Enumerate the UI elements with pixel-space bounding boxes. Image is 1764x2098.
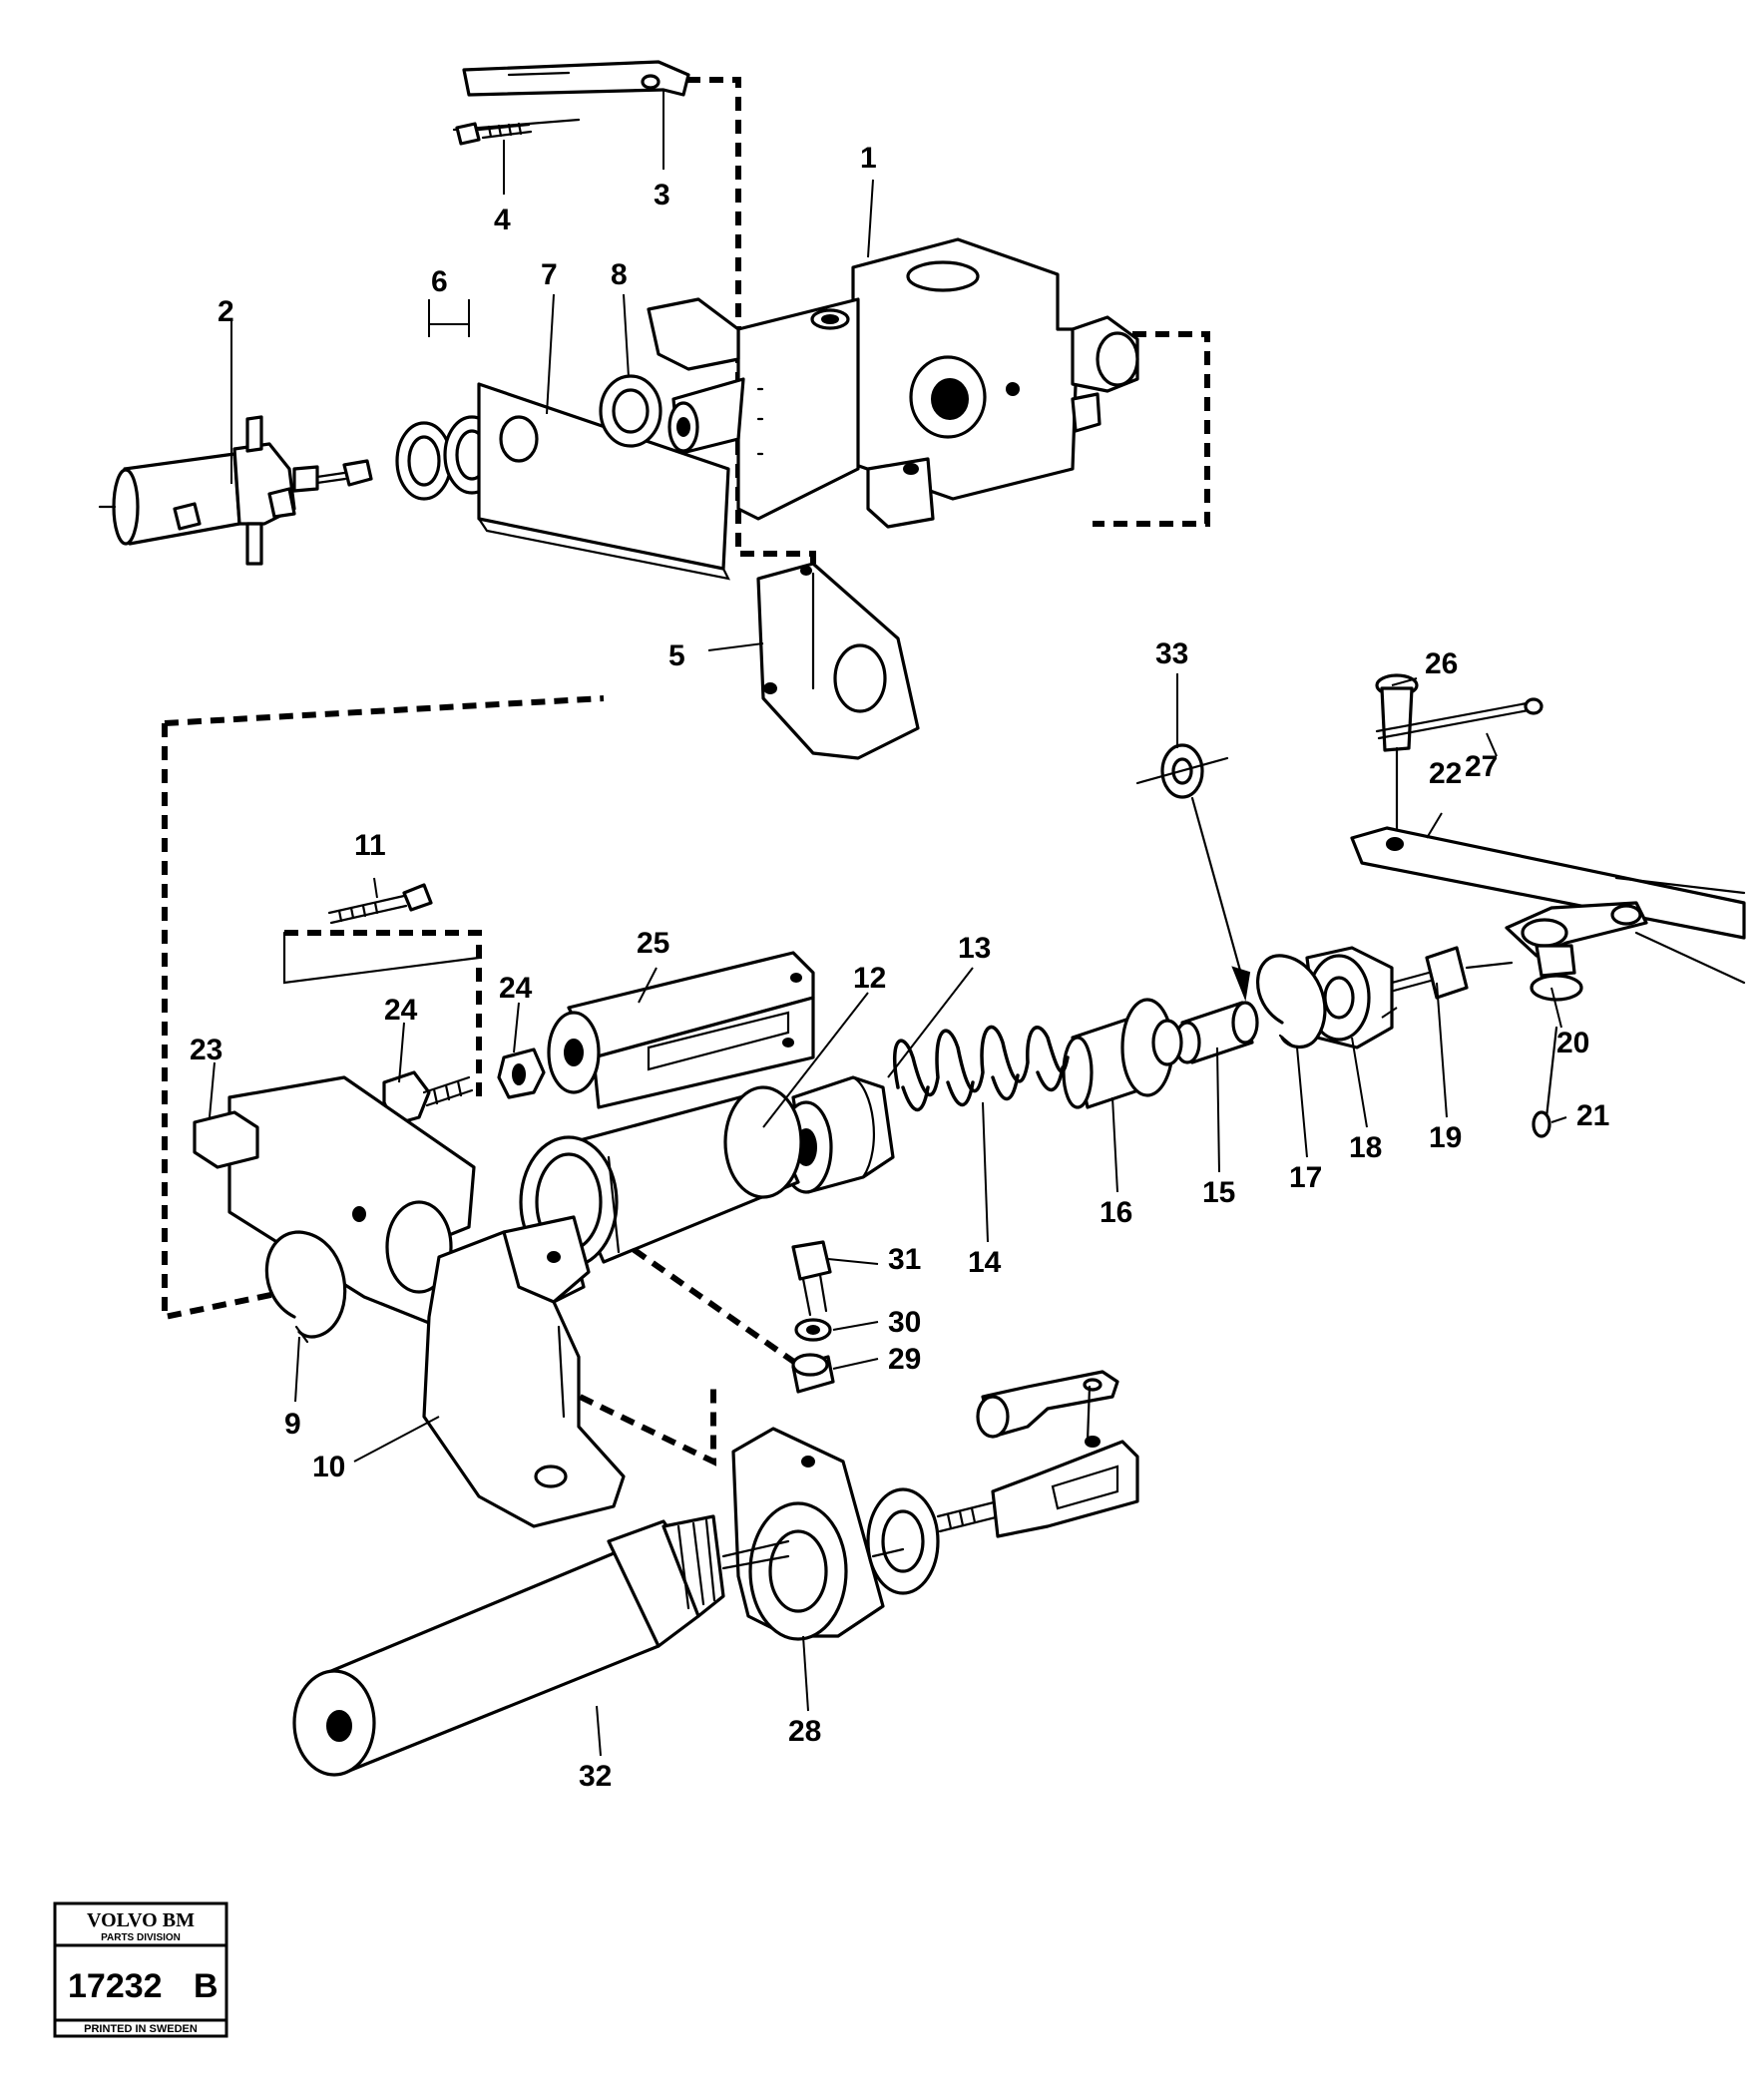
part-15-spacer	[1173, 1001, 1259, 1064]
part-23-bracket	[193, 1075, 476, 1329]
part-33-washer	[1135, 743, 1251, 1002]
callout-3: 3	[654, 179, 670, 211]
callout-20: 20	[1556, 1027, 1589, 1059]
part-10-angle-bracket	[422, 1215, 626, 1528]
part-25-clevis	[547, 951, 815, 1109]
callout-6: 6	[431, 265, 448, 298]
part-21-cotter-pin	[1532, 1026, 1558, 1138]
callout-19: 19	[1429, 1121, 1462, 1154]
callout-16: 16	[1100, 1196, 1132, 1229]
callout-17: 17	[1289, 1161, 1322, 1194]
part-20-link	[1505, 901, 1648, 1002]
part-22-lever	[1350, 826, 1746, 985]
callout-29: 29	[888, 1343, 921, 1376]
callout-18: 18	[1349, 1131, 1382, 1164]
part-14-spring	[893, 1025, 1070, 1111]
part-30-washer	[794, 1318, 832, 1342]
part-19-rod-end	[1390, 946, 1514, 1000]
callout-12: 12	[853, 962, 886, 995]
callout-1: 1	[860, 142, 877, 175]
part-26-pin	[1375, 673, 1419, 840]
part-32-cylinder	[292, 1514, 790, 1777]
part-lock-nut	[866, 1487, 940, 1595]
callout-7: 7	[541, 258, 558, 291]
part-31-bolt	[791, 1240, 832, 1317]
callout-32: 32	[579, 1760, 612, 1793]
callout-26: 26	[1425, 647, 1458, 680]
part-3-bracket	[462, 60, 690, 97]
callout-labels: 1 2 3 4 5 6 7 8 9 10 11 12 13 14 15 16 1…	[190, 142, 1609, 1793]
stamp-revision: B	[194, 1967, 219, 2005]
callout-21: 21	[1576, 1099, 1609, 1132]
callout-11: 11	[354, 829, 386, 862]
callout-23: 23	[190, 1034, 222, 1066]
part-threaded-rod	[871, 1499, 1002, 1558]
callout-4: 4	[494, 204, 511, 236]
callout-13: 13	[958, 932, 991, 965]
stamp-division: PARTS DIVISION	[101, 1932, 181, 1943]
callout-24b: 24	[499, 972, 533, 1005]
part-1-valve-block	[647, 237, 1139, 529]
callout-24a: 24	[384, 994, 418, 1027]
stamp-footer: PRINTED IN SWEDEN	[84, 2023, 198, 2035]
part-9-snap-ring	[264, 1230, 347, 1344]
parts-division-stamp: VOLVO BM PARTS DIVISION 17232 B PRINTED …	[53, 1901, 228, 2038]
part-2-sensor	[98, 415, 373, 566]
stamp-brand: VOLVO BM	[87, 1909, 195, 1931]
part-4-screw	[455, 122, 533, 146]
callout-33: 33	[1155, 637, 1188, 670]
callout-15: 15	[1202, 1176, 1235, 1209]
callout-30: 30	[888, 1306, 921, 1339]
part-8-washer	[599, 374, 662, 448]
callout-27: 27	[1465, 750, 1498, 783]
callout-14: 14	[968, 1246, 1002, 1279]
part-17-snap-ring	[1256, 954, 1327, 1049]
part-11-screw	[282, 883, 481, 985]
part-29-spacer	[791, 1353, 835, 1394]
callout-5: 5	[668, 639, 685, 672]
callout-9: 9	[284, 1408, 301, 1441]
callout-10: 10	[312, 1451, 345, 1483]
callout-28: 28	[788, 1715, 821, 1748]
part-5-mounting-plate	[756, 562, 920, 760]
callout-31: 31	[888, 1243, 921, 1276]
callout-22: 22	[1429, 757, 1462, 790]
callout-25: 25	[637, 927, 669, 960]
part-27-cotter-pin	[1375, 697, 1544, 740]
part-fork-clevis	[976, 1370, 1139, 1538]
stamp-drawing-number: 17232	[68, 1967, 163, 2005]
part-24-nut-a	[497, 1048, 546, 1099]
part-28-flange	[731, 1427, 885, 1641]
part-16-piston	[1062, 998, 1183, 1109]
leader-lines	[209, 90, 1567, 1757]
callout-2: 2	[218, 295, 234, 328]
callout-8: 8	[611, 258, 628, 291]
part-7-plate	[477, 382, 730, 581]
